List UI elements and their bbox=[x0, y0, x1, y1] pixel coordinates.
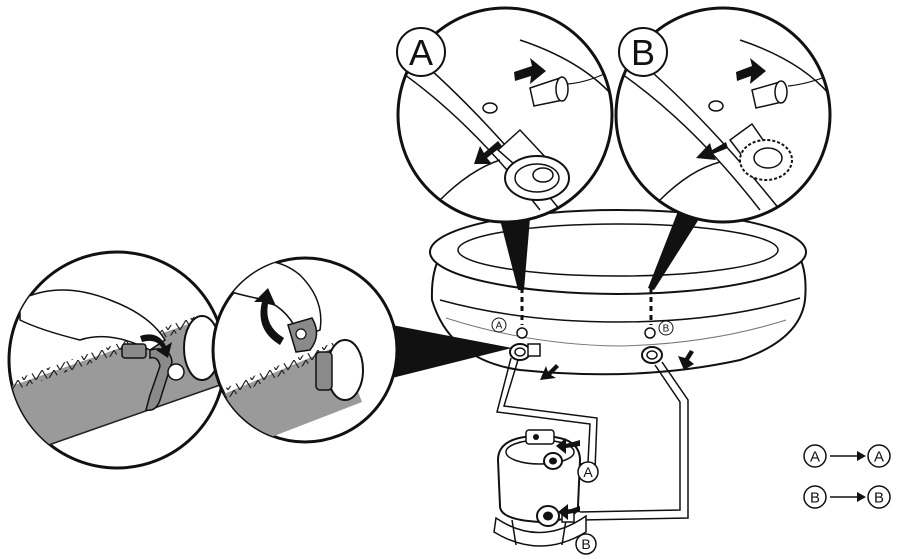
zoom-callout-b: B bbox=[614, 6, 832, 224]
arrow-icon bbox=[857, 451, 866, 461]
callout-letter-a: A bbox=[409, 32, 433, 73]
hose-clamp-callout-closed bbox=[211, 256, 399, 444]
zoom-callout-a: A bbox=[396, 6, 614, 224]
hand bbox=[19, 289, 167, 351]
arrow-icon bbox=[696, 142, 728, 160]
legend: A A B B bbox=[803, 444, 891, 509]
arrow-icon bbox=[140, 334, 172, 358]
callout-b-pointer bbox=[648, 206, 706, 290]
pool-inlet-b-fitting bbox=[641, 327, 663, 364]
hose-clamp bbox=[121, 343, 185, 412]
callout-a-pointer bbox=[497, 206, 531, 290]
filter-pump: A B bbox=[493, 429, 599, 555]
hose-b bbox=[579, 361, 689, 521]
strainer-fitting bbox=[529, 69, 612, 107]
pool: A B bbox=[429, 209, 807, 380]
pool-ring-inner bbox=[457, 223, 779, 277]
pump-inlet-b bbox=[536, 505, 560, 527]
pump-marker-a: A bbox=[577, 461, 599, 483]
pump-marker-b: B bbox=[575, 533, 597, 555]
jet-nut bbox=[728, 122, 793, 181]
legend-row-a: A A bbox=[803, 444, 891, 468]
arrow-icon bbox=[736, 58, 766, 84]
svg-text:A: A bbox=[874, 449, 884, 466]
svg-text:A: A bbox=[496, 321, 503, 332]
arrow-icon bbox=[556, 438, 580, 454]
wall-hole bbox=[708, 100, 724, 112]
arrow-icon bbox=[678, 350, 694, 370]
svg-text:B: B bbox=[810, 490, 820, 507]
jet-fitting bbox=[751, 74, 830, 109]
pump-outlet-a bbox=[543, 452, 563, 470]
arrow-icon bbox=[857, 492, 866, 502]
arrow-icon bbox=[254, 288, 284, 345]
side-callout-pointer bbox=[392, 325, 512, 378]
arrow-icon bbox=[514, 58, 546, 84]
hose-clamp-callout-open bbox=[7, 250, 227, 470]
pool-inlet-a-fitting bbox=[509, 327, 541, 361]
pool-marker-b: B bbox=[658, 320, 674, 336]
pool-marker-a: A bbox=[491, 317, 507, 333]
svg-text:B: B bbox=[874, 490, 884, 507]
wall-hole bbox=[482, 102, 498, 114]
arrow-icon bbox=[474, 141, 502, 164]
legend-row-b: B B bbox=[803, 485, 891, 509]
arrow-icon bbox=[540, 364, 559, 380]
strainer-nut bbox=[496, 128, 570, 201]
svg-text:B: B bbox=[663, 324, 670, 335]
svg-text:B: B bbox=[581, 536, 590, 552]
svg-text:A: A bbox=[810, 449, 820, 466]
pool-inflatable-ring bbox=[429, 209, 807, 295]
arrow-icon bbox=[558, 504, 580, 520]
svg-text:A: A bbox=[583, 464, 593, 480]
callout-letter-b: B bbox=[631, 32, 655, 73]
